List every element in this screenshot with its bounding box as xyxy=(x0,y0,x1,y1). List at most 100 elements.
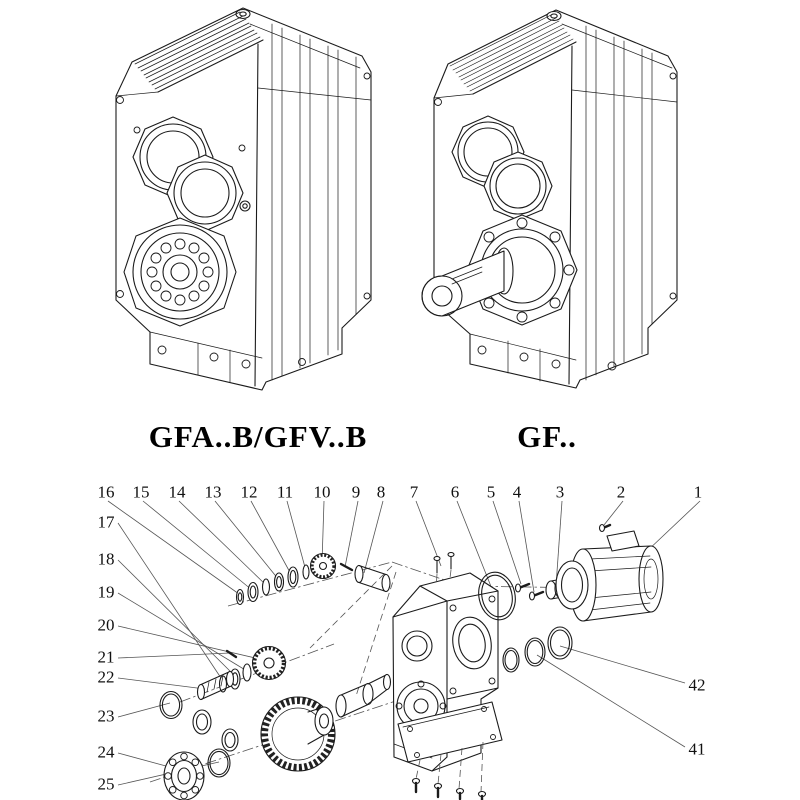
bearing-balls xyxy=(164,752,204,800)
output-bearing-boss xyxy=(123,217,237,327)
leader-line-13 xyxy=(214,500,280,581)
figure-label-left: GFA..B/GFV..B xyxy=(149,419,368,454)
leader-line-41 xyxy=(536,654,686,748)
lifting-eye-boss xyxy=(546,10,562,22)
output-shaft xyxy=(421,247,514,317)
callout-16: 16 xyxy=(98,483,115,502)
cover-plate xyxy=(397,701,503,800)
callout-41: 41 xyxy=(689,740,706,759)
callout-12: 12 xyxy=(241,483,258,502)
snap-ring xyxy=(207,748,231,778)
callout-4: 4 xyxy=(513,483,522,502)
callout-5: 5 xyxy=(487,483,496,502)
cover-screws xyxy=(411,741,487,800)
callout-13: 13 xyxy=(205,483,222,502)
retaining-rings xyxy=(502,626,573,673)
housing-front-edge xyxy=(254,43,259,387)
leader-lines xyxy=(107,500,701,786)
callout-9: 9 xyxy=(352,483,361,502)
electric-motor xyxy=(555,523,664,622)
gasket-ring xyxy=(478,571,516,621)
exploded-parts-diagram: 1615141312111098765432117181920212223242… xyxy=(98,483,706,800)
callout-1: 1 xyxy=(694,483,703,502)
mounting-feet xyxy=(149,331,263,383)
leader-line-42 xyxy=(559,645,686,684)
leader-line-12 xyxy=(250,500,293,577)
cooling-fins xyxy=(134,11,264,93)
leader-line-21 xyxy=(117,652,231,659)
leader-line-8 xyxy=(363,500,384,574)
callout-25: 25 xyxy=(98,775,115,794)
callout-18: 18 xyxy=(98,550,115,569)
leader-line-6 xyxy=(456,500,493,590)
housing-front-edge xyxy=(568,45,573,385)
shaft-key xyxy=(339,562,354,572)
input-bore-bosses xyxy=(451,115,553,221)
motor-flange-bore xyxy=(452,616,492,670)
bolt-holes xyxy=(116,72,371,369)
pinion-shaft xyxy=(196,670,235,701)
side-ribs xyxy=(257,23,372,381)
callout-23: 23 xyxy=(98,707,115,726)
leader-line-5 xyxy=(492,500,522,585)
output-ball-bearing xyxy=(163,748,231,800)
leader-line-2 xyxy=(603,500,624,526)
side-ribs xyxy=(571,25,678,381)
callout-24: 24 xyxy=(98,743,116,762)
callout-15: 15 xyxy=(133,483,150,502)
shaft-pin xyxy=(225,649,238,659)
bolt-holes xyxy=(434,72,677,371)
cooling-fins xyxy=(449,13,577,95)
callout-7: 7 xyxy=(410,483,419,502)
callout-22: 22 xyxy=(98,668,115,687)
figure-shaft-mounted-gearbox xyxy=(115,7,372,391)
gear-hub xyxy=(314,706,334,736)
figure-label-right: GF.. xyxy=(517,419,577,454)
intermediate-gear xyxy=(251,645,287,681)
leader-line-23 xyxy=(117,702,171,718)
snap-ring xyxy=(159,690,183,720)
output-gear-assembly xyxy=(260,673,392,772)
callout-10: 10 xyxy=(314,483,331,502)
callout-2: 2 xyxy=(617,483,626,502)
bearing-balls xyxy=(146,238,214,306)
callout-19: 19 xyxy=(98,583,115,602)
callout-8: 8 xyxy=(377,483,386,502)
callout-3: 3 xyxy=(556,483,565,502)
callout-20: 20 xyxy=(98,616,115,635)
leader-line-11 xyxy=(286,500,307,572)
output-shaft xyxy=(335,673,392,718)
callout-11: 11 xyxy=(277,483,293,502)
callout-14: 14 xyxy=(169,483,187,502)
oil-plug xyxy=(239,200,251,212)
motor-fins xyxy=(589,555,652,611)
input-bore-bosses xyxy=(132,116,244,232)
input-pinion-shaft xyxy=(354,564,391,593)
terminal-box xyxy=(606,530,640,552)
lifting-eye-boss xyxy=(235,8,251,20)
input-gear xyxy=(309,552,337,580)
bearing xyxy=(192,709,212,735)
leader-line-18 xyxy=(117,559,236,677)
leader-line-16 xyxy=(107,500,240,595)
leader-line-22 xyxy=(117,677,206,690)
leader-line-19 xyxy=(117,592,248,672)
leader-line-7 xyxy=(415,500,442,567)
leader-line-4 xyxy=(518,500,535,593)
housing-silhouette xyxy=(433,9,678,389)
callout-21: 21 xyxy=(98,648,115,667)
input-shaft-parts xyxy=(235,551,455,606)
leader-line-1 xyxy=(644,500,701,554)
leader-line-9 xyxy=(344,500,359,568)
leader-line-3 xyxy=(555,500,563,587)
mounting-feet xyxy=(469,333,577,382)
leader-line-17 xyxy=(117,522,224,682)
callout-42: 42 xyxy=(689,676,706,695)
callout-6: 6 xyxy=(451,483,460,502)
figure-flange-gearbox xyxy=(421,9,678,389)
leader-line-10 xyxy=(321,500,325,564)
leader-line-20 xyxy=(117,625,269,662)
